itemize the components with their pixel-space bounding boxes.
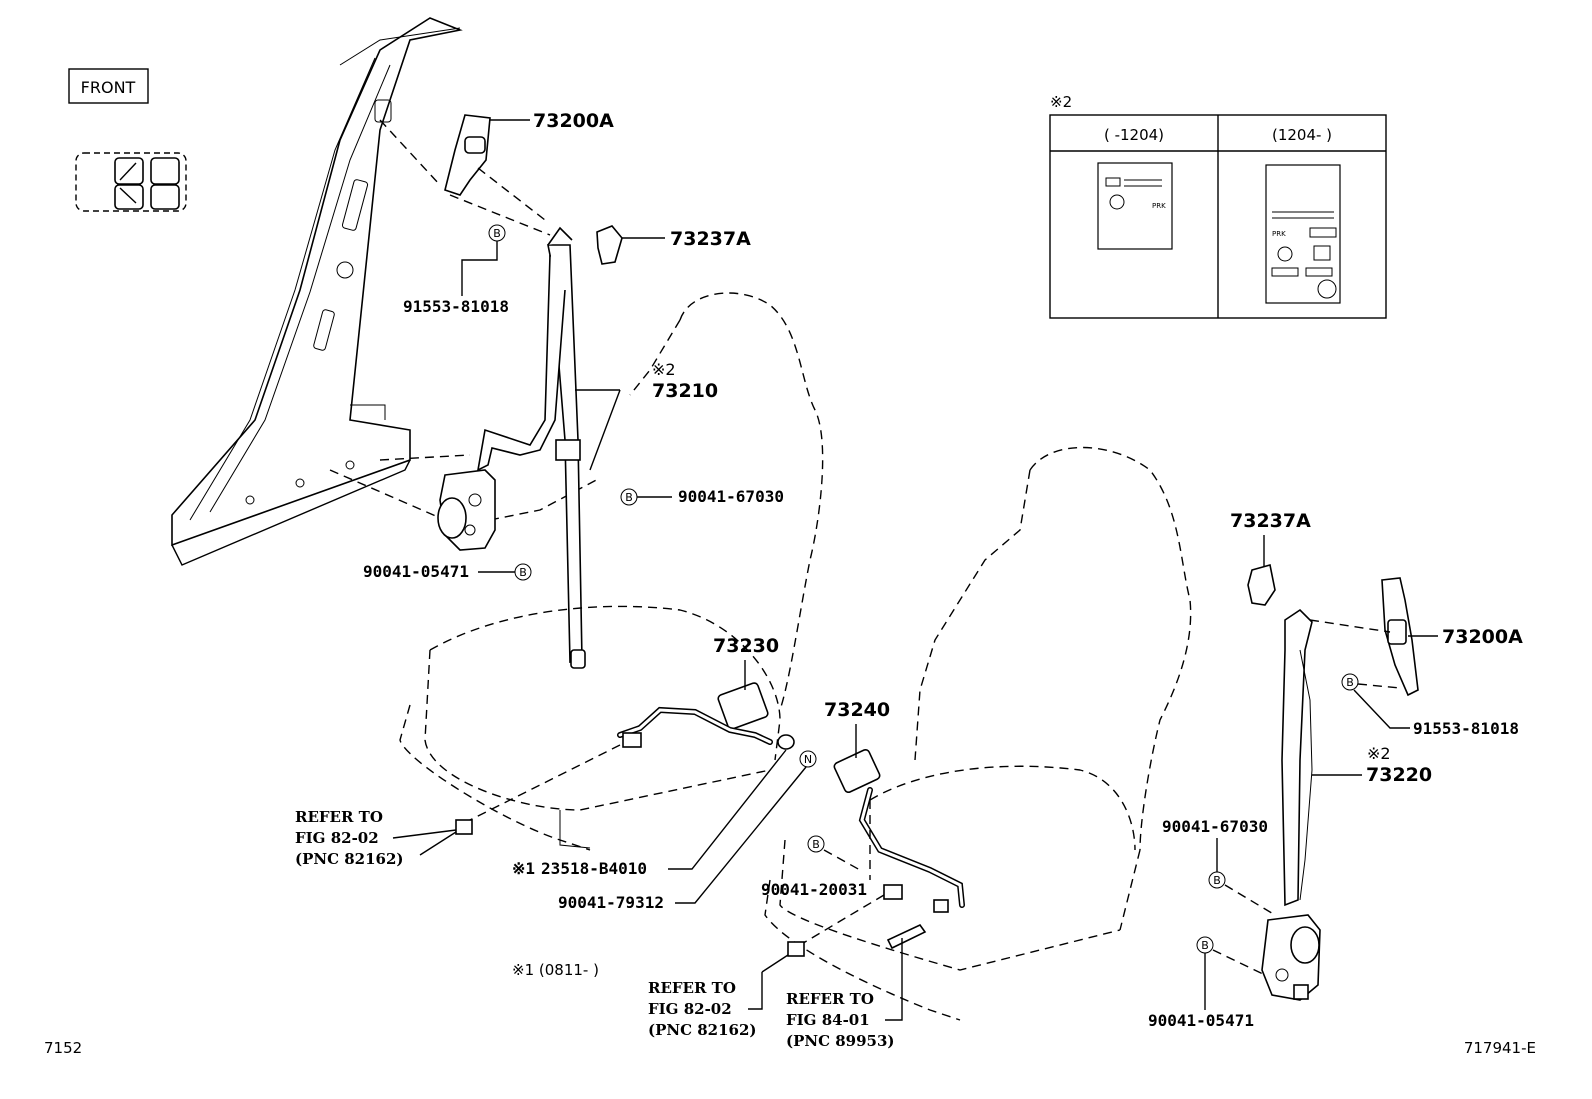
seat-belt-73210 [437,226,586,669]
refer-1-line1: REFER TO [295,808,383,826]
diagram-number: 7152 [44,1039,82,1057]
refer-2-line1: REFER TO [648,979,736,997]
svg-text:B: B [519,566,527,579]
refer-3-line1: REFER TO [786,990,874,1008]
svg-text:N: N [804,753,812,766]
seat-left-outline [399,292,824,851]
bolt-b-marker [1208,871,1226,889]
label-73237A-top: 73237A [670,228,751,250]
seat-right-outline [764,446,1192,1021]
illustration-id: 717941-E [1464,1039,1536,1057]
svg-text:B: B [812,838,820,851]
inset-col1: ( -1204) [1104,126,1164,144]
seat-belt-73220 [1261,608,1321,1001]
label-90041-05471-right: 90041-05471 [1148,1011,1254,1030]
shoulder-anchor-left [444,114,491,196]
buckle-73230 [617,682,795,750]
label-91553-81018-left: 91553-81018 [403,297,509,316]
svg-text:B: B [493,227,501,240]
label-90041-67030-left: 90041-67030 [678,487,784,506]
buckle-73240 [833,748,965,950]
label-90041-79312: 90041-79312 [558,893,664,912]
label-73200A-top: 73200A [533,110,614,132]
refer-1-line3: (PNC 82162) [295,850,404,868]
svg-text:B: B [1201,939,1209,952]
prk-label-left: PRK [1152,202,1166,210]
shoulder-anchor-right [1381,577,1419,697]
svg-text:B: B [1346,676,1354,689]
note2-right: ※2 [1367,744,1391,763]
label-73220: 73220 [1366,764,1432,786]
label-73210: 73210 [652,380,718,402]
refer-1-line2: FIG 82-02 [295,829,379,847]
prk-label-right: PRK [1272,230,1286,238]
note2-left: ※2 [652,360,676,379]
bolt-b-marker [514,563,532,581]
cover-73237A-top [596,225,623,265]
label-91553-81018-right: 91553-81018 [1413,719,1519,738]
bolt-b-marker [807,835,825,853]
label-73200A-right: 73200A [1442,626,1523,648]
label-90041-05471-left: 90041-05471 [363,562,469,581]
front-label: FRONT [81,78,136,97]
inset-mark: ※2 [1050,93,1072,111]
front-indicator: FRONT [68,68,149,104]
svg-text:B: B [625,491,633,504]
label-73240: 73240 [824,699,890,721]
label-90041-67030-right: 90041-67030 [1162,817,1268,836]
nut-n-marker [799,750,817,768]
refer-2-line2: FIG 82-02 [648,1000,732,1018]
inset-table: ※2 ( -1204) (1204- ) PRK PRK [1049,93,1387,319]
refer-3-line3: (PNC 89953) [786,1032,895,1050]
inset-col2: (1204- ) [1272,126,1332,144]
b-pillar [171,17,463,566]
footnote-1: ※1 (0811- ) [512,961,599,979]
label-73230: 73230 [713,635,779,657]
refer-3-line2: FIG 84-01 [786,1011,870,1029]
label-90041-20031: 90041-20031 [761,880,867,899]
bolt-b-marker [1341,673,1359,691]
label-73237A-right: 73237A [1230,510,1311,532]
svg-text:B: B [1213,874,1221,887]
cover-73237A-right [1247,563,1276,606]
refer-2-line3: (PNC 82162) [648,1021,757,1039]
seat-position-icon [75,152,187,212]
